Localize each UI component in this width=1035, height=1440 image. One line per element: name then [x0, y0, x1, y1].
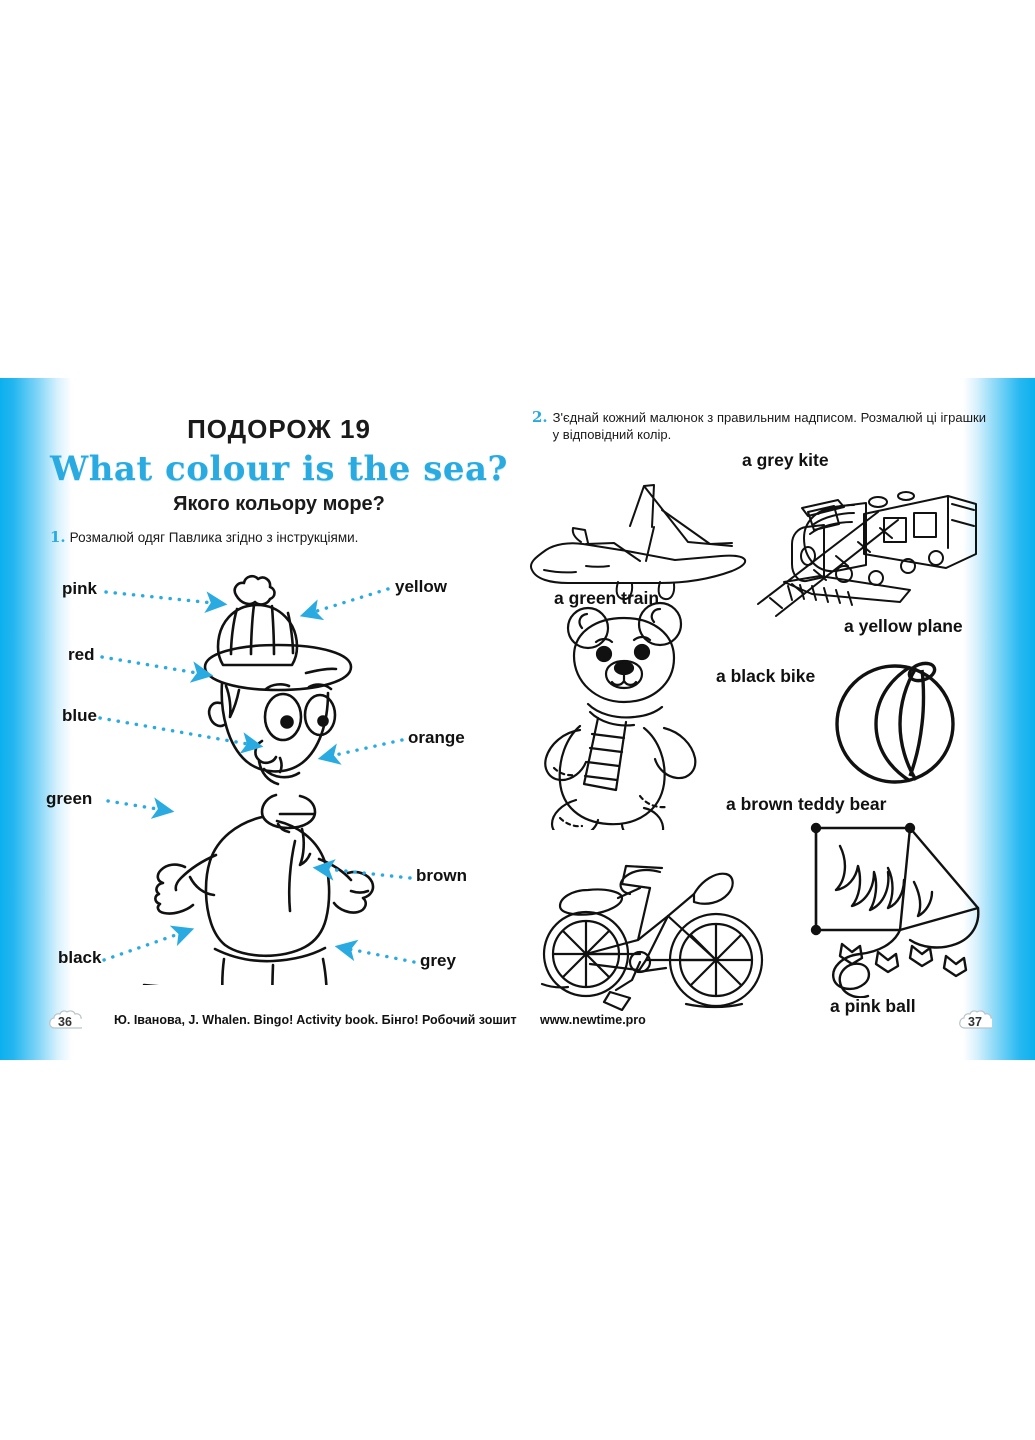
page-number-right: 37: [968, 1015, 982, 1029]
ball-illustration: [835, 661, 955, 784]
task-2-number: 2.: [532, 408, 548, 426]
teddy-bear-illustration: [544, 601, 697, 830]
toy-label-brown-teddy-bear: a brown teddy bear: [726, 793, 887, 814]
cloud-badge-icon: [49, 1010, 82, 1029]
colour-label-yellow: yellow: [395, 576, 447, 596]
boy-ice-skating-illustration: [142, 574, 375, 985]
toy-label-pink-ball: a pink ball: [830, 995, 916, 1016]
task-1: 1. Розмалюй одяг Павлика згідно з інстру…: [50, 530, 518, 547]
left-page-footer: 36 Ю. Іванова, J. Whalen. Bingo! Activit…: [40, 1008, 518, 1036]
toy-label-yellow-plane: a yellow plane: [844, 615, 963, 636]
colour-label-pink: pink: [62, 578, 97, 598]
toys-illustration-area: a grey kite a green train a yellow plane…: [518, 449, 996, 1016]
cloud-badge-icon: [959, 1010, 992, 1029]
task-1-number: 1.: [50, 528, 66, 546]
page-title-english: What colour is the sea?: [50, 449, 508, 489]
page-number-left: 36: [58, 1015, 72, 1029]
task-1-text: Розмалюй одяг Павлика згідно з інструкці…: [69, 530, 359, 545]
plane-illustration: [530, 483, 747, 600]
page-number-badge-right: 37: [958, 1008, 992, 1036]
right-page: 2. З'єднай кожний малюнок з правильним н…: [518, 378, 996, 1060]
toy-label-green-train: a green train: [554, 587, 660, 608]
colour-label-red: red: [68, 644, 95, 664]
left-page: ПОДОРОЖ 19 What colour is the sea? Якого…: [40, 378, 518, 1060]
colour-label-orange: orange: [408, 727, 465, 747]
colouring-figure-area: pink red blue green black yellow orange …: [40, 555, 518, 985]
toy-label-black-bike: a black bike: [716, 665, 816, 686]
kite-illustration: [810, 822, 980, 998]
lesson-label: ПОДОРОЖ 19: [187, 414, 371, 444]
colour-label-blue: blue: [62, 705, 97, 725]
right-page-footer: www.newtime.pro 37: [518, 1008, 996, 1036]
task-2: 2. З'єднай кожний малюнок з правильним н…: [532, 410, 986, 444]
task-2-text: З'єднай кожний малюнок з правильним надп…: [552, 410, 986, 442]
book-spread: ПОДОРОЖ 19 What colour is the sea? Якого…: [0, 378, 1035, 1060]
colour-label-black: black: [58, 947, 102, 967]
page-number-badge-left: 36: [48, 1008, 82, 1036]
colour-label-green: green: [46, 788, 93, 808]
colour-label-brown: brown: [416, 865, 467, 885]
colour-label-grey: grey: [420, 950, 456, 970]
publisher-website: www.newtime.pro: [540, 1013, 646, 1027]
leader-arrows: [98, 587, 416, 964]
toy-label-grey-kite: a grey kite: [742, 449, 829, 470]
page-title-ukrainian: Якого кольору море?: [173, 493, 385, 515]
train-illustration: [757, 490, 977, 617]
book-credit-line: Ю. Іванова, J. Whalen. Bingo! Activity b…: [114, 1013, 517, 1027]
bicycle-illustration: [540, 864, 764, 1011]
